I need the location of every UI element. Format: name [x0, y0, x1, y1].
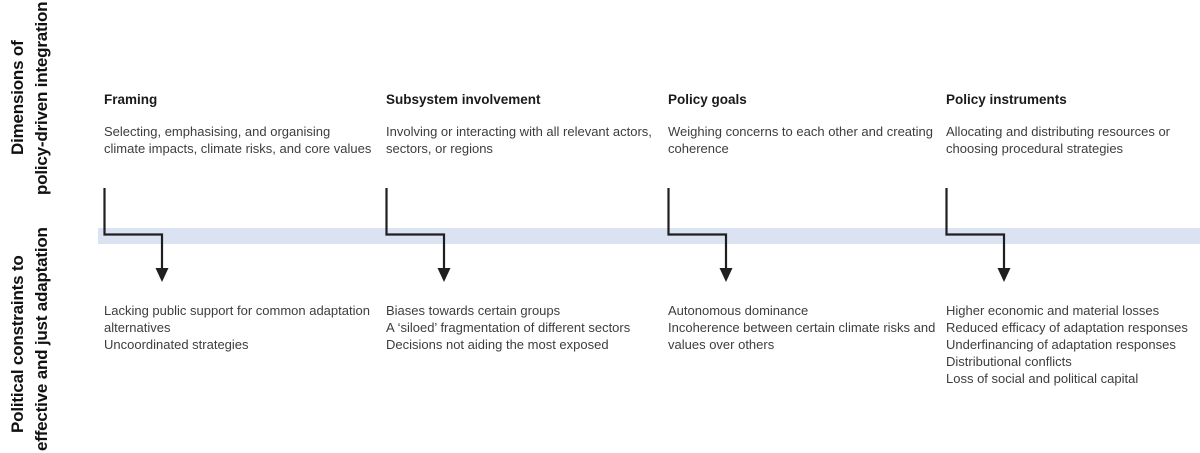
constraint-item: Underfinancing of adaptation responses [946, 337, 1176, 352]
highlight-band [98, 228, 1200, 244]
constraint-item: Decisions not aiding the most exposed [386, 337, 609, 352]
down-arrow-icon [945, 188, 1011, 282]
column-description: Weighing concerns to each other and crea… [668, 124, 933, 156]
column-heading: Subsystem involvement [386, 92, 541, 107]
constraint-item: A ‘siloed’ fragmentation of different se… [386, 320, 631, 335]
axis-label-constraints-line2: effective and just adaptation [32, 227, 51, 451]
constraint-item: Biases towards certain groups [386, 303, 561, 318]
dimension-column-policy-goals: Policy goals Weighing concerns to each o… [667, 91, 938, 431]
column-heading: Framing [104, 92, 158, 107]
column-description: Involving or interacting with all releva… [386, 124, 652, 156]
constraint-item: Distributional conflicts [946, 354, 1072, 369]
constraint-item: Uncoordinated strategies [104, 337, 249, 352]
dimension-column-policy-instruments: Policy instruments Allocating and distri… [945, 91, 1198, 431]
axis-label-constraints-line1: Political constraints to [8, 255, 27, 434]
constraints-list: Lacking public support for common adapta… [104, 302, 374, 353]
constraint-item: Lacking public support for common adapta… [104, 303, 370, 335]
constraints-list: Biases towards certain groups A ‘siloed’… [386, 302, 656, 353]
axis-label-dimensions-line1: Dimensions of [8, 40, 27, 156]
constraint-item: Reduced efficacy of adaptation responses [946, 320, 1188, 335]
dimension-column-subsystem-involvement: Subsystem involvement Involving or inter… [385, 91, 656, 431]
column-description: Selecting, emphasising, and organising c… [104, 124, 372, 156]
column-heading: Policy instruments [946, 92, 1067, 107]
column-description: Allocating and distributing resources or… [946, 124, 1171, 156]
down-arrow-icon [385, 188, 451, 282]
axis-label-constraints: Political constraints to effective and j… [6, 227, 54, 451]
column-heading: Policy goals [668, 92, 747, 107]
dimension-column-framing: Framing Selecting, emphasising, and orga… [103, 91, 374, 431]
constraint-item: Autonomous dominance [668, 303, 809, 318]
axis-label-dimensions-line2: policy-driven integration [32, 1, 51, 195]
constraint-item: Loss of social and political capital [946, 371, 1139, 386]
down-arrow-icon [103, 188, 169, 282]
axis-label-dimensions: Dimensions of policy-driven integration [6, 0, 54, 196]
constraints-list: Autonomous dominance Incoherence between… [668, 302, 938, 353]
constraint-item: Incoherence between certain climate risk… [668, 320, 936, 352]
down-arrow-icon [667, 188, 733, 282]
constraints-list: Higher economic and material losses Redu… [946, 302, 1198, 387]
constraint-item: Higher economic and material losses [946, 303, 1160, 318]
